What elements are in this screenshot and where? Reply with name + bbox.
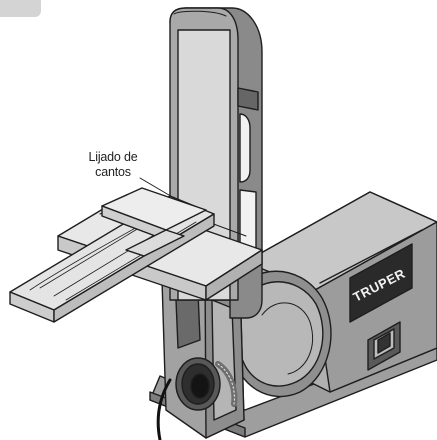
belt-side-details [237, 87, 259, 251]
brand-plate: TRUPER [349, 243, 413, 323]
callout-label-line-2: cantos [95, 165, 131, 179]
callout-label-line-1: Lijado de [88, 150, 138, 164]
power-cord [156, 378, 172, 440]
callout-leader-line [139, 177, 175, 199]
callout-label-edge-sanding: Lijado de cantos [72, 150, 154, 180]
power-switch [367, 321, 401, 371]
dust-port [175, 357, 221, 411]
corner-tab [0, 0, 41, 17]
angle-scale [215, 361, 238, 407]
miter-guide [101, 187, 207, 257]
